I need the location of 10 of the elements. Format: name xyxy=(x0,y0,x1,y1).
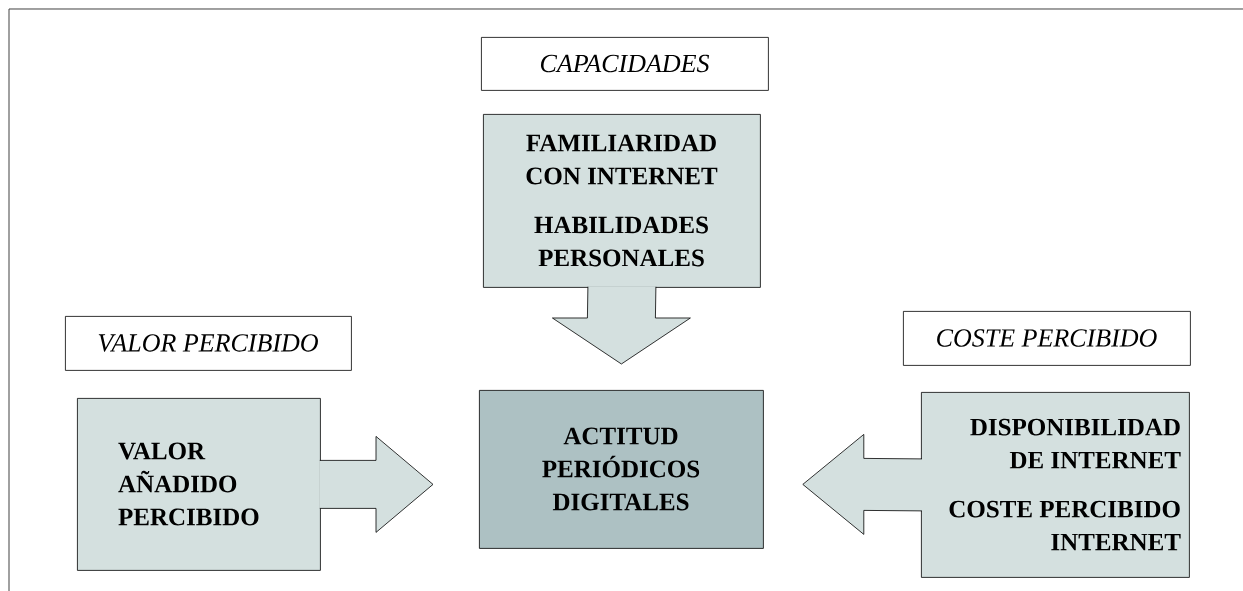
heading-box: VALOR PERCIBIDO xyxy=(65,316,352,371)
factor-box: VALOR AÑADIDO PERCIBIDO xyxy=(77,398,321,571)
heading-box: COSTE PERCIBIDO xyxy=(903,311,1191,366)
factor-box: ACTITUD PERIÓDICOS DIGITALES xyxy=(479,390,764,549)
block-arrow xyxy=(552,286,691,365)
heading-box: CAPACIDADES xyxy=(481,37,769,91)
block-arrow xyxy=(319,436,434,533)
block-arrow xyxy=(802,434,923,535)
factor-box: FAMILIARIDAD CON INTERNET HABILIDADES PERSONALES xyxy=(483,114,761,288)
factor-box: DISPONIBILIDAD DE INTERNET COSTE PERCIBIDO INTERNET xyxy=(921,392,1190,578)
